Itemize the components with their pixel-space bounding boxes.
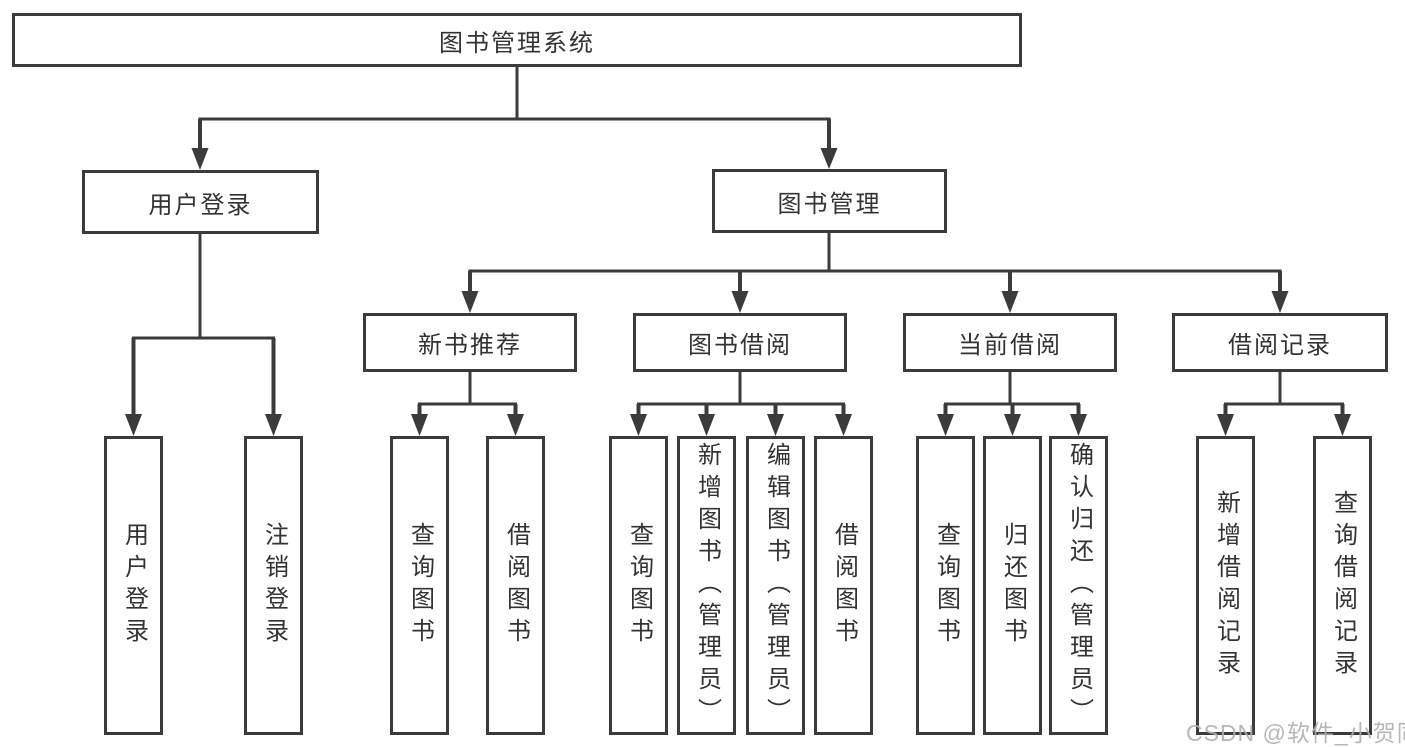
node-current-borrow: 当前借阅 — [903, 313, 1117, 372]
leaf-query-books: 查询图书 — [609, 436, 668, 735]
leaf-edit-books-admin: 编辑图书（管理员） — [746, 436, 805, 735]
node-label: 查询借阅记录 — [1329, 489, 1357, 682]
leaf-borrow-books: 借阅图书 — [486, 436, 545, 735]
node-user-login: 用户登录 — [82, 170, 319, 234]
node-label: 归还图书 — [999, 521, 1027, 650]
node-book-management: 图书管理 — [712, 169, 947, 233]
node-label: 借阅图书 — [830, 521, 858, 650]
node-label: 新书推荐 — [418, 332, 522, 359]
node-book-borrow: 图书借阅 — [633, 313, 847, 372]
leaf-logout: 注销登录 — [244, 436, 303, 735]
arrowheads — [125, 148, 1351, 436]
node-label: 新增图书（管理员） — [693, 441, 721, 730]
leaf-add-borrow-record: 新增借阅记录 — [1196, 436, 1255, 735]
leaf-borrow-books: 借阅图书 — [814, 436, 873, 735]
node-label: 查询图书 — [625, 521, 653, 650]
node-label: 图书管理 — [777, 190, 882, 218]
leaf-add-books-admin: 新增图书（管理员） — [677, 436, 736, 735]
node-label: 注销登录 — [260, 521, 288, 650]
node-label: 借阅图书 — [502, 521, 530, 650]
node-new-book-recommend: 新书推荐 — [363, 313, 577, 372]
node-label: 用户登录 — [120, 521, 148, 650]
leaf-confirm-return-admin: 确认归还（管理员） — [1049, 436, 1108, 735]
leaf-query-borrow-record: 查询借阅记录 — [1313, 436, 1372, 735]
csdn-watermark: CSDN @软件_小贺同学 — [1186, 720, 1405, 746]
node-library-management-system: 图书管理系统 — [12, 13, 1022, 67]
node-label: 确认归还（管理员） — [1065, 441, 1093, 730]
node-label: 借阅记录 — [1228, 332, 1332, 359]
node-label: 查询图书 — [932, 521, 960, 650]
leaf-user-login: 用户登录 — [104, 436, 163, 735]
leaf-query-books: 查询图书 — [916, 436, 975, 735]
node-label: 编辑图书（管理员） — [762, 441, 790, 730]
node-label: 查询图书 — [406, 521, 434, 650]
leaf-query-books: 查询图书 — [390, 436, 449, 735]
node-label: 图书借阅 — [688, 332, 792, 359]
node-label: 用户登录 — [148, 191, 253, 219]
node-borrow-records: 借阅记录 — [1172, 313, 1388, 372]
node-label: 当前借阅 — [958, 332, 1062, 359]
leaf-return-books: 归还图书 — [983, 436, 1042, 735]
node-label: 图书管理系统 — [439, 29, 595, 57]
node-label: 新增借阅记录 — [1212, 489, 1240, 682]
